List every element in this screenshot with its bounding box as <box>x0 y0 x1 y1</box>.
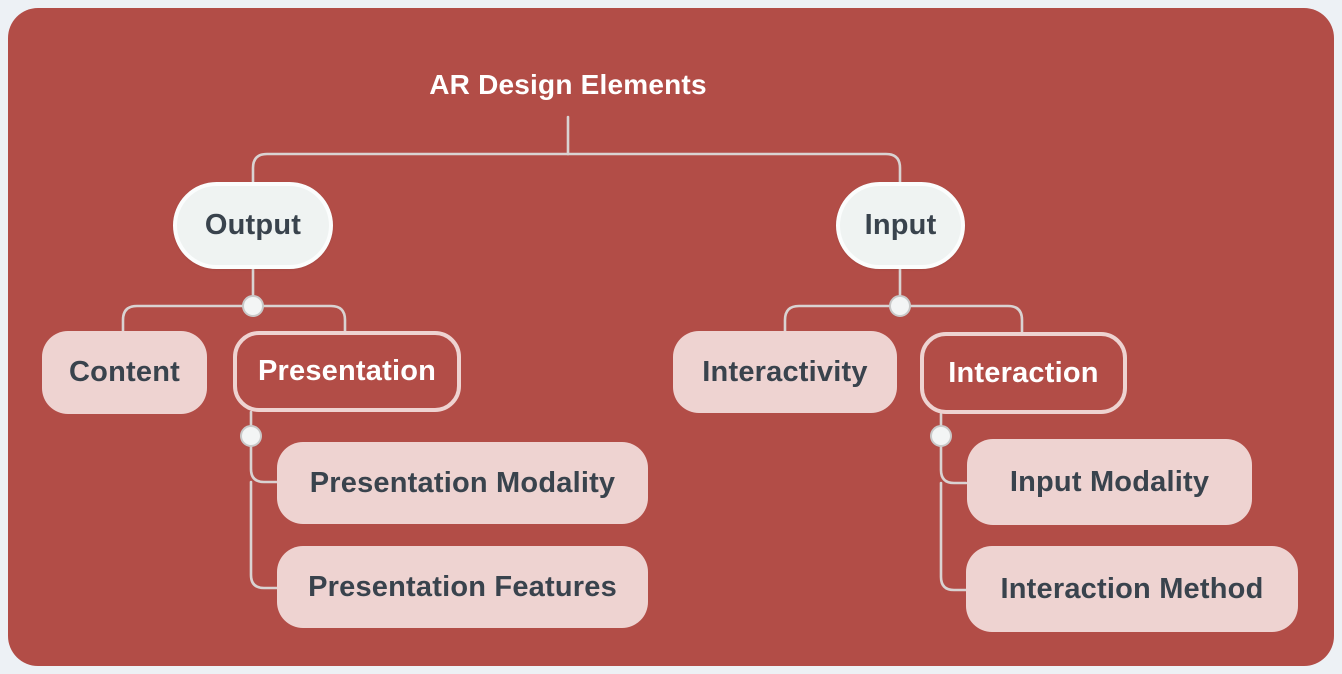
node-input[interactable]: Input <box>836 182 965 269</box>
node-input-modality[interactable]: Input Modality <box>967 439 1252 525</box>
node-interactivity[interactable]: Interactivity <box>673 331 897 413</box>
collapse-handle-presentation[interactable] <box>240 425 262 447</box>
node-presentation-modality[interactable]: Presentation Modality <box>277 442 648 524</box>
node-interaction[interactable]: Interaction <box>920 332 1127 414</box>
node-content[interactable]: Content <box>42 331 207 414</box>
interaction-children-line <box>939 443 968 592</box>
collapse-handle-input[interactable] <box>889 295 911 317</box>
root-topic[interactable]: AR Design Elements <box>429 69 707 100</box>
collapse-handle-output[interactable] <box>242 295 264 317</box>
node-interaction-method[interactable]: Interaction Method <box>966 546 1298 632</box>
node-presentation-features[interactable]: Presentation Features <box>277 546 648 628</box>
node-presentation[interactable]: Presentation <box>233 331 461 412</box>
output-children-line <box>121 304 347 334</box>
node-output[interactable]: Output <box>173 182 333 269</box>
collapse-handle-interaction[interactable] <box>930 425 952 447</box>
presentation-children-line <box>249 443 279 590</box>
top-branch-line <box>251 152 902 184</box>
